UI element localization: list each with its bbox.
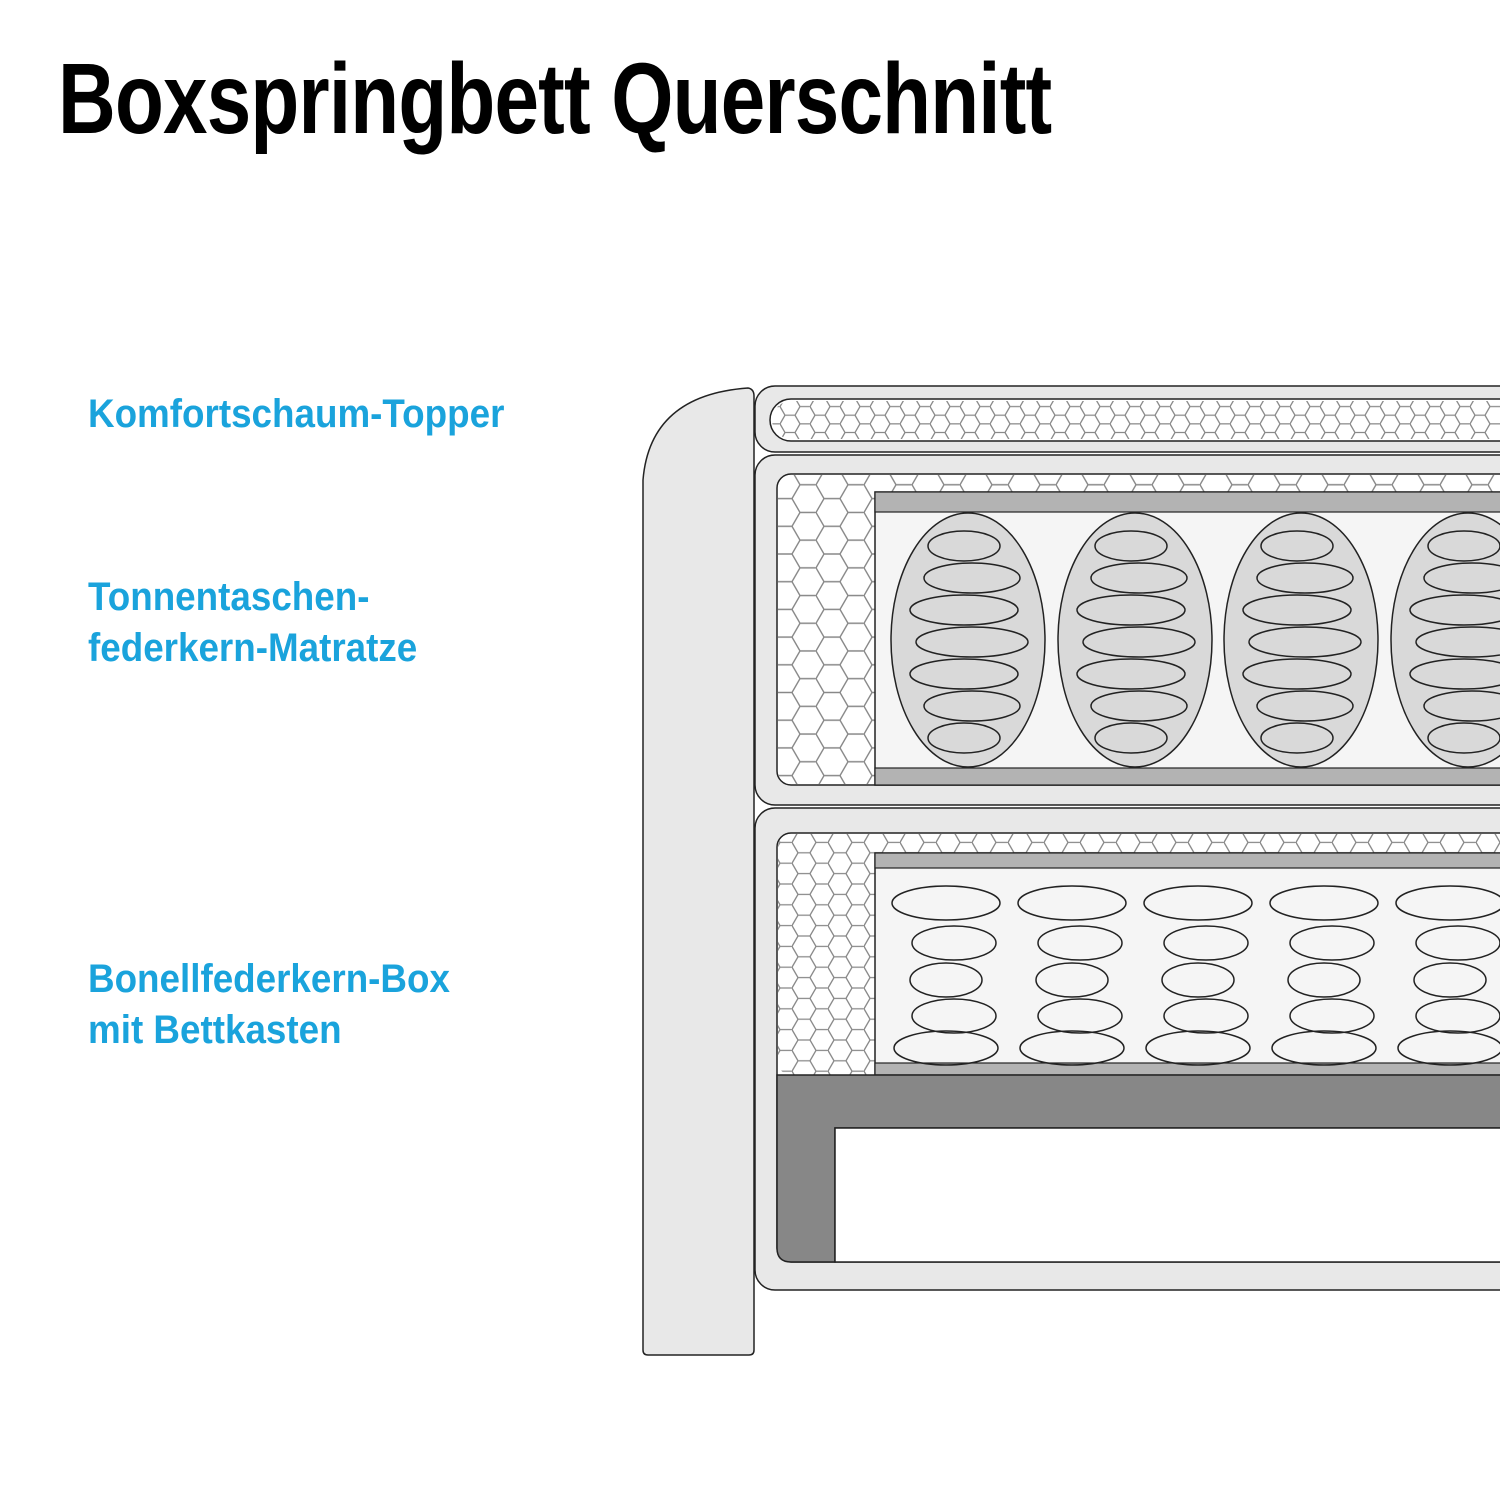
pocket-spring — [1223, 512, 1379, 768]
topper — [754, 385, 1500, 453]
bed-storage-compartment — [834, 1127, 1500, 1263]
label-box-line2: mit Bettkasten — [88, 1008, 342, 1052]
bonell-spring — [891, 885, 1001, 1066]
pocket-spring — [1057, 512, 1213, 768]
label-mattress-line2: federkern-Matratze — [88, 626, 418, 670]
headboard — [642, 387, 755, 1356]
bonell-spring — [1395, 885, 1500, 1066]
pocket-spring — [890, 512, 1046, 768]
bonell-spring — [1017, 885, 1127, 1066]
label-box-line1: Bonellfederkern-Box — [88, 957, 450, 1001]
bonell-spring-box — [754, 807, 1500, 1291]
label-topper: Komfortschaum-Topper — [88, 392, 505, 436]
diagram-title: Boxspringbett Querschnitt — [58, 43, 1052, 155]
bonell-spring — [1269, 885, 1379, 1066]
label-mattress-line1: Tonnentaschen- — [88, 575, 370, 619]
bonell-spring — [1143, 885, 1253, 1066]
pocket-spring — [1390, 512, 1500, 768]
pocket-spring-mattress — [754, 454, 1500, 806]
